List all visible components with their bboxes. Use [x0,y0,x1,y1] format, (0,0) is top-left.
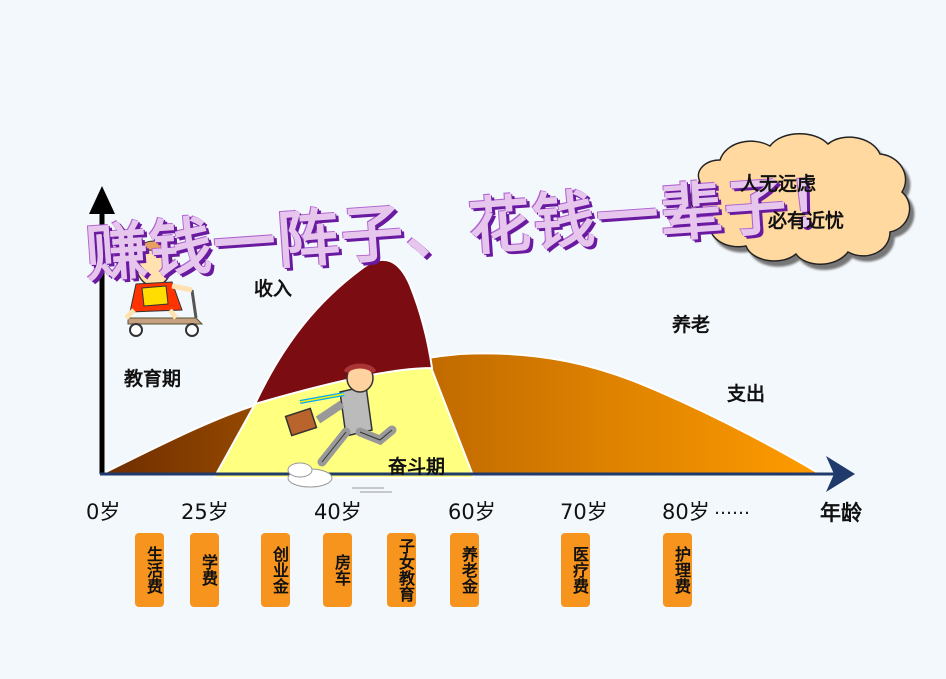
cloud-text-line1: 人无远虑 [740,173,817,195]
label-income: 收入 [254,278,293,300]
vertical-axis-arrow [89,186,115,214]
label-education-period: 教育期 [124,368,182,390]
tag-startup-fund: 创业金 [261,533,290,607]
cloud-shape [690,133,911,265]
age-label-25: 25岁 [181,500,229,524]
cloud-text-line2: 必有近忧 [768,210,845,232]
tag-living-cost: 生活费 [135,533,164,607]
age-ellipsis: …… [714,498,750,519]
horizontal-axis-arrow [826,456,855,492]
tag-medical-cost: 医疗费 [561,533,590,607]
tag-child-education: 子女教育 [387,533,416,607]
businessman-figure [284,363,397,493]
child-figure [124,240,204,337]
age-label-0: 0岁 [86,500,121,524]
tag-house-car: 房车 [323,533,352,607]
label-struggle-period: 奋斗期 [388,456,446,478]
label-expense: 支出 [727,383,766,405]
age-label-40: 40岁 [314,500,362,524]
age-label-60: 60岁 [448,500,496,524]
label-retirement: 养老 [672,314,711,336]
tag-pension: 养老金 [450,533,479,607]
age-axis-label: 年龄 [820,501,862,525]
age-label-70: 70岁 [560,500,608,524]
tag-tuition: 学费 [190,533,219,607]
age-label-80: 80岁 [662,500,710,524]
tag-nursing-cost: 护理费 [663,533,692,607]
